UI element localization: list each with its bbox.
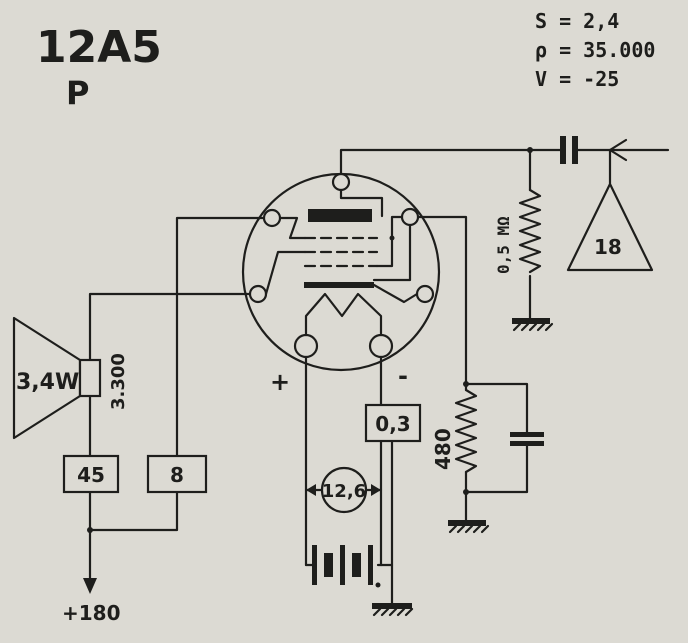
box-8-label: 8 <box>170 463 184 487</box>
pin-upper-right <box>400 207 420 227</box>
polarity-plus: + <box>270 368 290 396</box>
box-03-label: 0,3 <box>375 412 410 436</box>
heater-battery <box>312 545 381 588</box>
param-v: V = -25 <box>535 67 619 91</box>
grid-lead <box>264 250 307 296</box>
tube-electrodes <box>264 188 419 337</box>
anode-lead <box>339 188 384 218</box>
ground-grid <box>512 318 554 332</box>
cathode <box>304 282 374 288</box>
box-45-label: 45 <box>77 463 105 487</box>
pin-right <box>415 284 435 304</box>
heater-voltage-indicator <box>304 466 383 514</box>
tube-class-label: P <box>66 74 89 112</box>
anode-plate <box>308 209 372 222</box>
param-s: S = 2,4 <box>535 9 619 33</box>
supply-label: +180 <box>62 601 121 625</box>
cathode-lead <box>372 283 419 304</box>
pin-top <box>331 172 351 192</box>
pin-left <box>248 284 268 304</box>
cathode-resistor-label: 480 <box>431 428 455 470</box>
coupling-capacitor <box>560 136 578 164</box>
box-03 <box>364 403 422 443</box>
wire-supply-join <box>88 490 179 532</box>
param-p: ρ = 35.000 <box>535 38 655 62</box>
speaker-transformer <box>78 358 102 398</box>
pin-heater-right <box>368 333 394 359</box>
screen-lead <box>278 216 307 240</box>
wire-screen <box>175 216 266 458</box>
pin-upper-left <box>262 208 282 228</box>
loudspeaker <box>12 316 102 440</box>
wire-plate-out <box>339 148 562 176</box>
speaker-impedance-label: 3.300 <box>108 353 129 410</box>
heater-filament <box>304 292 383 337</box>
cathode-link <box>372 223 412 282</box>
box-8 <box>146 454 208 494</box>
heater-voltage-label: 12,6 <box>322 481 366 502</box>
supply-arrow <box>83 578 97 594</box>
pin-heater-left <box>293 333 319 359</box>
box-45 <box>62 454 120 494</box>
wire-cathode <box>416 215 468 392</box>
input-arrow <box>608 138 628 162</box>
tube-type-label: 12A5 <box>36 22 162 73</box>
wire-to-speaker <box>88 292 252 362</box>
cathode-resistor <box>454 388 478 474</box>
grid2-lead <box>375 215 404 268</box>
speaker-power-label: 3,4W <box>16 370 79 395</box>
grid-resistor-label: 0,5 MΩ <box>494 216 513 274</box>
polarity-minus: - <box>398 362 408 390</box>
driver-stage-triangle <box>566 148 654 272</box>
ground-heater <box>372 603 414 617</box>
ground-cathode <box>448 520 490 534</box>
driver-stage-label: 18 <box>594 235 622 259</box>
grid-resistor <box>518 188 542 274</box>
bypass-capacitor <box>510 432 544 446</box>
junction-dots <box>87 147 533 533</box>
wiring <box>88 148 670 605</box>
